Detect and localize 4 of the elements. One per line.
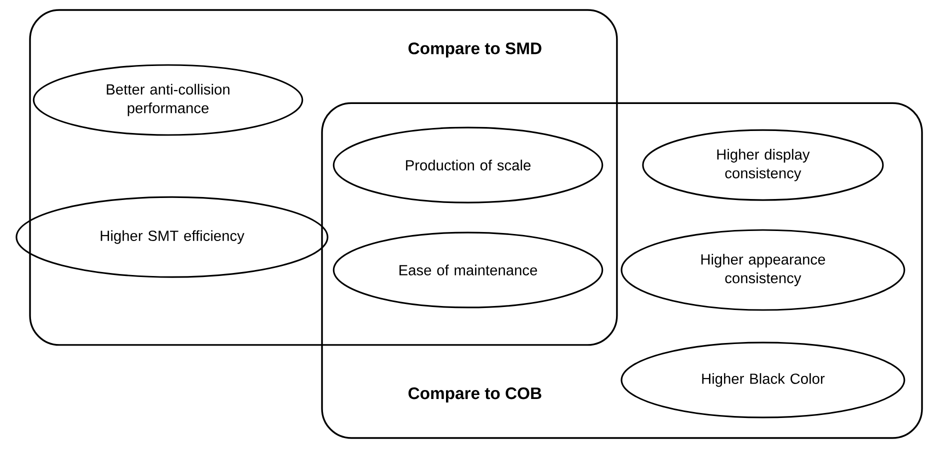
group-heading: Compare to COB — [408, 387, 542, 402]
group-heading: Compare to SMD — [408, 42, 542, 58]
group-box — [321, 102, 923, 439]
group-box — [29, 9, 618, 346]
